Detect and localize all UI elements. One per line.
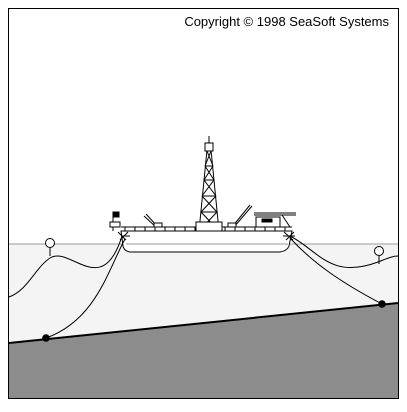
bow-mast — [109, 211, 121, 231]
mooring-line-left-upper — [8, 235, 123, 298]
crane-left — [143, 213, 163, 228]
buoy-left — [45, 238, 55, 256]
crane-right — [227, 204, 253, 228]
anchor-left — [42, 334, 50, 342]
buoy-right — [374, 246, 384, 264]
derrick — [195, 136, 223, 232]
seabed — [9, 303, 398, 398]
seabed-line — [8, 302, 399, 344]
mooring-line-right-upper — [289, 235, 399, 268]
copyright-notice: Copyright © 1998 SeaSoft Systems — [184, 14, 389, 29]
vessel-hull — [120, 230, 293, 253]
mooring-line-left-lower — [45, 238, 126, 339]
deckhouse — [254, 212, 296, 228]
mooring-line-right-lower — [289, 237, 383, 305]
border-frame — [8, 8, 399, 399]
drilling-vessel — [109, 136, 296, 253]
anchor-right — [378, 300, 386, 308]
rail-posts — [124, 227, 286, 231]
